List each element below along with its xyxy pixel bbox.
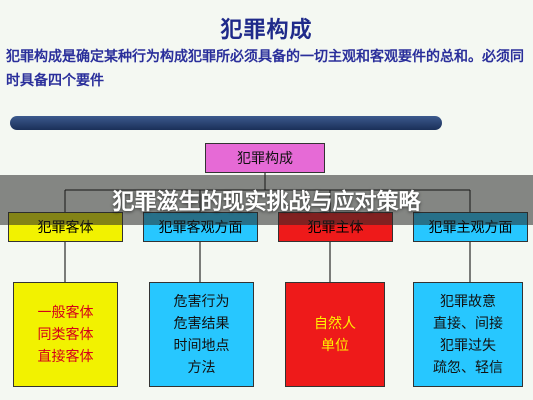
- definition-text: 犯罪构成是确定某种行为构成犯罪所必须具备的一切主观和客观要件的总和。必须同时具备…: [6, 49, 524, 89]
- divider-bar: [10, 116, 442, 130]
- leaf-line: 危害行为: [173, 293, 230, 310]
- leaf-line: 单位: [321, 337, 349, 354]
- leaf-line: 直接客体: [37, 348, 94, 365]
- root-node: 犯罪构成: [205, 143, 325, 173]
- leaf-line: 时间地点: [173, 337, 230, 354]
- leaf-line: 直接、间接: [433, 315, 503, 332]
- leaf-node-subject: 自然人 单位: [285, 282, 385, 387]
- page-title: 犯罪构成: [220, 18, 313, 43]
- leaf-node-objective-aspect: 危害行为 危害结果 时间地点 方法: [149, 282, 254, 387]
- leaf-line: 犯罪故意: [440, 293, 496, 310]
- leaf-node-object: 一般客体 同类客体 直接客体: [13, 282, 118, 387]
- leaf-line: 同类客体: [37, 326, 94, 343]
- overlay-banner: 犯罪滋生的现实挑战与应对策略: [0, 175, 533, 225]
- leaf-line: 一般客体: [37, 304, 94, 321]
- leaf-line: 犯罪过失: [440, 337, 496, 354]
- leaf-line: 危害结果: [173, 315, 230, 332]
- leaf-line: 自然人: [314, 315, 356, 332]
- leaf-node-subjective-aspect: 犯罪故意 直接、间接 犯罪过失 疏忽、轻信: [413, 282, 523, 387]
- leaf-line: 疏忽、轻信: [433, 359, 503, 376]
- leaf-line: 方法: [187, 359, 216, 376]
